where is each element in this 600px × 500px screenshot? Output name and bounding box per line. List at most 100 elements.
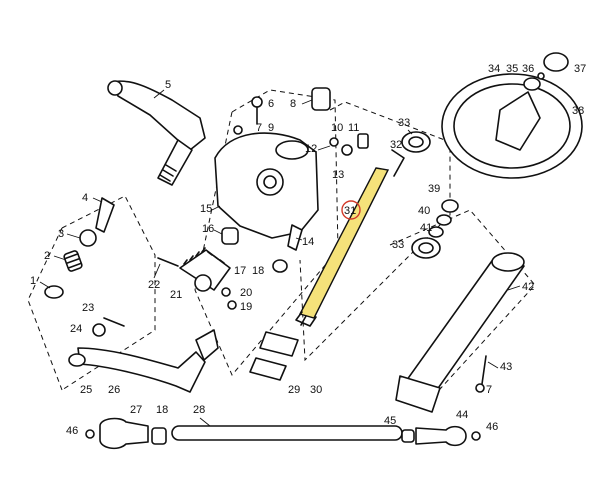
callout-30: 30 xyxy=(310,384,322,396)
callout-29: 29 xyxy=(288,384,300,396)
part-21-hub xyxy=(194,274,212,292)
part-44-ball-joint xyxy=(415,425,467,447)
lower-arm xyxy=(68,317,219,393)
callout-13: 13 xyxy=(332,169,344,181)
leader-14 xyxy=(295,237,303,241)
callout-9: 9 xyxy=(268,122,274,134)
callout-7-lower: 7 xyxy=(486,384,492,396)
callout-38: 38 xyxy=(572,105,584,117)
part-30-plate xyxy=(259,331,299,357)
callout-27: 27 xyxy=(130,404,142,416)
part-33-bearing-lower xyxy=(411,237,441,259)
lower-bearing xyxy=(411,199,459,259)
callout-20: 20 xyxy=(240,287,252,299)
part-19-nut xyxy=(227,300,237,310)
leader-42 xyxy=(507,285,521,291)
part-2-coils xyxy=(64,253,83,269)
part-31-steering-shaft xyxy=(295,167,390,327)
part-46-nipple-right xyxy=(471,431,481,441)
bearing-lower-bore xyxy=(418,242,434,254)
part-36-nut xyxy=(523,77,541,91)
frame-centre xyxy=(194,89,339,376)
leader-lines xyxy=(39,89,521,427)
part-22-bolt xyxy=(157,257,179,267)
part-7-nut xyxy=(233,125,243,135)
callout-11: 11 xyxy=(348,122,359,134)
callout-6: 6 xyxy=(268,98,274,110)
callout-10: 10 xyxy=(331,122,343,134)
part-18-clamp xyxy=(151,427,167,445)
drag-link xyxy=(85,417,481,450)
part-5-drop-arm xyxy=(107,80,206,186)
callout-25: 25 xyxy=(80,384,92,396)
callout-2: 2 xyxy=(44,250,50,262)
part-1-cap xyxy=(44,285,64,299)
part-23-pin xyxy=(103,317,125,327)
part-13-ring xyxy=(341,144,353,156)
callout-23: 23 xyxy=(82,302,94,314)
callout-39: 39 xyxy=(428,183,440,195)
callout-22: 22 xyxy=(148,279,160,291)
callout-3: 3 xyxy=(58,228,64,240)
part-20-washer xyxy=(221,287,231,297)
gaskets xyxy=(249,331,299,381)
sector-teeth xyxy=(183,247,225,265)
drop-arm-spline xyxy=(159,164,177,182)
column-tube-body xyxy=(403,257,525,395)
part-40-washer xyxy=(436,214,452,226)
part-10-washer xyxy=(329,137,339,147)
lower-arm-shaft xyxy=(195,329,219,361)
steering-shaft-highlight xyxy=(298,167,390,319)
callout-33-upper: 33 xyxy=(398,117,410,129)
part-46-nipple-left xyxy=(85,429,95,439)
part-45-collar xyxy=(401,429,415,443)
part-16-sleeve xyxy=(221,227,239,245)
part-6-bolt-head xyxy=(251,96,263,108)
part-43-bolt xyxy=(481,355,487,385)
callout-21: 21 xyxy=(170,289,182,301)
callout-28: 28 xyxy=(193,404,205,416)
callout-19: 19 xyxy=(240,301,252,313)
part-35-washer xyxy=(537,72,545,80)
leader-22 xyxy=(153,263,161,279)
callout-24: 24 xyxy=(70,323,82,335)
leader-8 xyxy=(301,99,313,105)
callout-34: 34 xyxy=(488,63,500,75)
leader-5 xyxy=(153,89,165,99)
part-39-nut xyxy=(441,199,459,213)
callout-31: 31 xyxy=(344,205,356,217)
callout-31-ring xyxy=(341,200,361,220)
leader-33 xyxy=(407,129,413,135)
upper-bearing xyxy=(391,131,431,177)
part-3-ball xyxy=(79,229,97,247)
leader-12 xyxy=(317,145,331,151)
bearing-upper-bore xyxy=(408,136,424,148)
steering-shaft-spline xyxy=(295,311,317,327)
steering-wheel xyxy=(441,52,583,179)
part-28-tube xyxy=(171,425,403,441)
drop-arm-body xyxy=(111,80,206,151)
callout-32: 32 xyxy=(390,139,402,151)
part-32-key xyxy=(391,149,405,177)
callout-7: 7 xyxy=(256,122,262,134)
callout-15: 15 xyxy=(200,203,212,215)
callout-46-left: 46 xyxy=(66,425,78,437)
callout-41: 41 xyxy=(420,222,432,234)
callout-33-lower: 33 xyxy=(392,239,404,251)
callout-40: 40 xyxy=(418,205,430,217)
wheel-spoke-hub xyxy=(495,91,541,151)
drop-arm-eye xyxy=(107,80,123,96)
callout-44: 44 xyxy=(456,409,468,421)
housing-boss-bore xyxy=(263,175,277,189)
part-26-arm xyxy=(77,347,206,393)
part-37-cap xyxy=(543,52,569,72)
part-8-bushing xyxy=(311,87,331,111)
callout-8: 8 xyxy=(290,98,296,110)
steering-box xyxy=(214,87,369,273)
part-33-bearing-upper xyxy=(401,131,431,153)
part-25-bush xyxy=(68,353,86,367)
callout-45: 45 xyxy=(384,415,396,427)
callout-16: 16 xyxy=(202,223,214,235)
